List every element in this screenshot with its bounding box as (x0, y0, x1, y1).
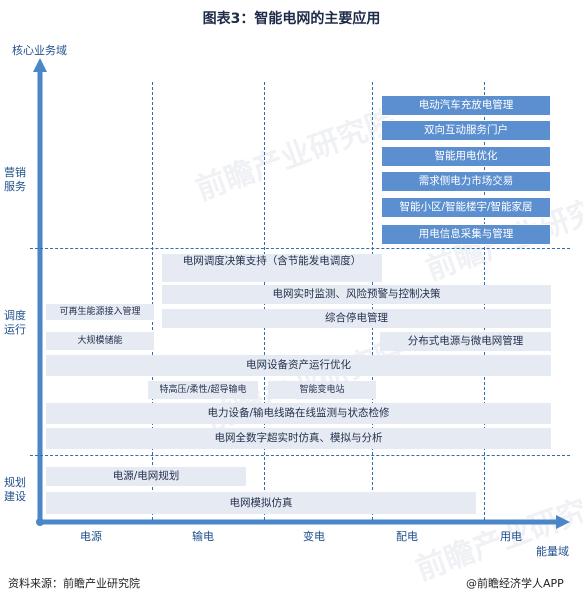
column-divider (152, 82, 153, 520)
x-category-transmission: 输电 (192, 530, 214, 543)
x-category-substation: 变电 (303, 530, 325, 543)
box-distributed-microgrid: 分布式电源与微电网管理 (380, 332, 551, 351)
box-uhv-transmission: 特高压/柔性/超导输电 (148, 381, 258, 399)
box-smart-home: 智能小区/智能楼宇/智能家居 (381, 197, 551, 218)
row-label-dispatch: 调度 运行 (4, 309, 26, 336)
x-axis-label: 能量域 (536, 545, 569, 558)
row-divider (30, 248, 570, 249)
box-ev-charging: 电动汽车充放电管理 (381, 95, 551, 116)
box-grid-planning: 电源/电网规划 (46, 467, 246, 486)
box-digital-simulation: 电网全数字超实时仿真、模拟与分析 (46, 428, 551, 449)
box-asset-optimization: 电网设备资产运行优化 (46, 355, 551, 376)
x-category-consumption: 用电 (500, 530, 522, 543)
box-realtime-monitor: 电网实时监测、风险预警与控制决策 (162, 285, 551, 304)
y-axis-label: 核心业务域 (12, 44, 67, 57)
box-dispatch-decision: 电网调度决策支持（含节能发电调度） (162, 254, 382, 282)
box-large-storage: 大规模储能 (46, 332, 154, 350)
brand-note: @前瞻经济学人APP (466, 577, 564, 590)
box-grid-simulation: 电网模拟仿真 (46, 492, 476, 514)
box-online-monitoring: 电力设备/输电线路在线监测与状态检修 (46, 403, 551, 424)
page-title: 图表3：智能电网的主要应用 (202, 11, 381, 27)
box-interactive-portal: 双向互动服务门户 (381, 120, 551, 141)
row-label-marketing: 营销 服务 (4, 166, 26, 193)
box-renewable-access: 可再生能源接入管理 (46, 304, 154, 320)
box-outage-management: 综合停电管理 (162, 309, 551, 328)
box-smart-usage: 智能用电优化 (381, 146, 551, 167)
row-divider (30, 455, 570, 456)
row-label-planning: 规划 建设 (4, 476, 26, 503)
x-category-generation: 电源 (80, 530, 102, 543)
box-demand-market: 需求侧电力市场交易 (381, 171, 551, 192)
source-note: 资料来源：前瞻产业研究院 (8, 577, 140, 590)
box-smart-substation: 智能变电站 (268, 381, 376, 399)
box-usage-info: 用电信息采集与管理 (381, 224, 551, 245)
x-category-distribution: 配电 (396, 530, 418, 543)
